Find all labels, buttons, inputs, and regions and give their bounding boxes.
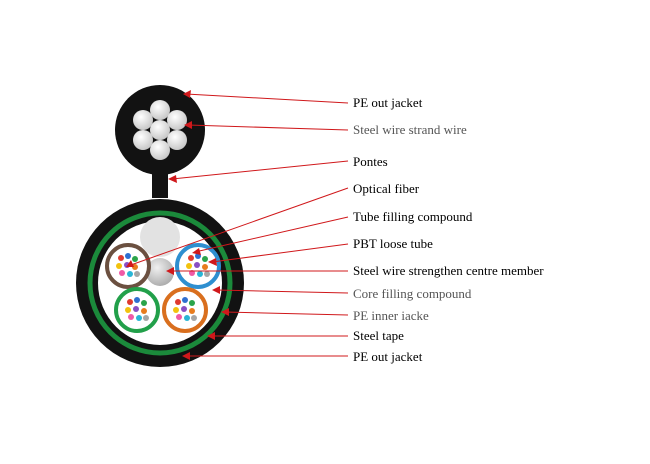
label-optical-fiber: Optical fiber (353, 181, 420, 196)
leader-pe-inner-jacket (224, 311, 349, 316)
strand-wire (133, 130, 153, 150)
label-core-filling-compound: Core filling compound (353, 286, 472, 301)
strand-wire (150, 100, 170, 120)
labels: PE out jacket Steel wire strand wire Pon… (353, 95, 544, 364)
label-tube-filling-compound: Tube filling compound (353, 209, 473, 224)
label-pbt-loose-tube: PBT loose tube (353, 236, 433, 251)
label-steel-wire-strand-wire: Steel wire strand wire (353, 122, 467, 137)
central-strength-member (146, 258, 174, 286)
fiber-bundle (173, 297, 197, 321)
strand-wire (167, 130, 187, 150)
label-pontes: Pontes (353, 154, 388, 169)
label-pe-inner-jacket: PE inner iacke (353, 308, 429, 323)
leader-core-filling (215, 289, 349, 294)
messenger-section (115, 85, 205, 175)
loose-tube-green (114, 287, 160, 333)
steel-tape-ring (87, 210, 233, 356)
strand-wire (167, 110, 187, 130)
loose-tube-orange (162, 287, 208, 333)
leader-lines (126, 90, 349, 360)
strand-wire (150, 120, 170, 140)
leader-pe-out-jacket-top (185, 93, 349, 104)
fiber-bundle (186, 253, 210, 277)
strand-wire (133, 110, 153, 130)
loose-tube-blue (175, 243, 221, 289)
pontes-web (152, 168, 168, 198)
label-pe-out-jacket-bottom: PE out jacket (353, 349, 423, 364)
leader-pontes (171, 160, 349, 180)
leader-tube-filling (194, 216, 349, 253)
label-steel-tape: Steel tape (353, 328, 404, 343)
strand-wire (150, 140, 170, 160)
cable-core-section (76, 199, 244, 367)
label-steel-wire-strengthen-centre: Steel wire strengthen centre member (353, 263, 544, 278)
fiber-bundle (116, 253, 140, 277)
label-strengthen-centre-main: Steel wire strengthen centre (353, 263, 498, 278)
label-strengthen-centre-member: member (501, 263, 544, 278)
leader-optical-fiber (127, 187, 349, 267)
fiber-bundle (125, 297, 149, 321)
leader-steel-wire-strand (187, 124, 349, 131)
leader-pbt-loose-tube (211, 243, 349, 263)
filler-rod (140, 217, 180, 257)
label-pe-out-jacket-top: PE out jacket (353, 95, 423, 110)
